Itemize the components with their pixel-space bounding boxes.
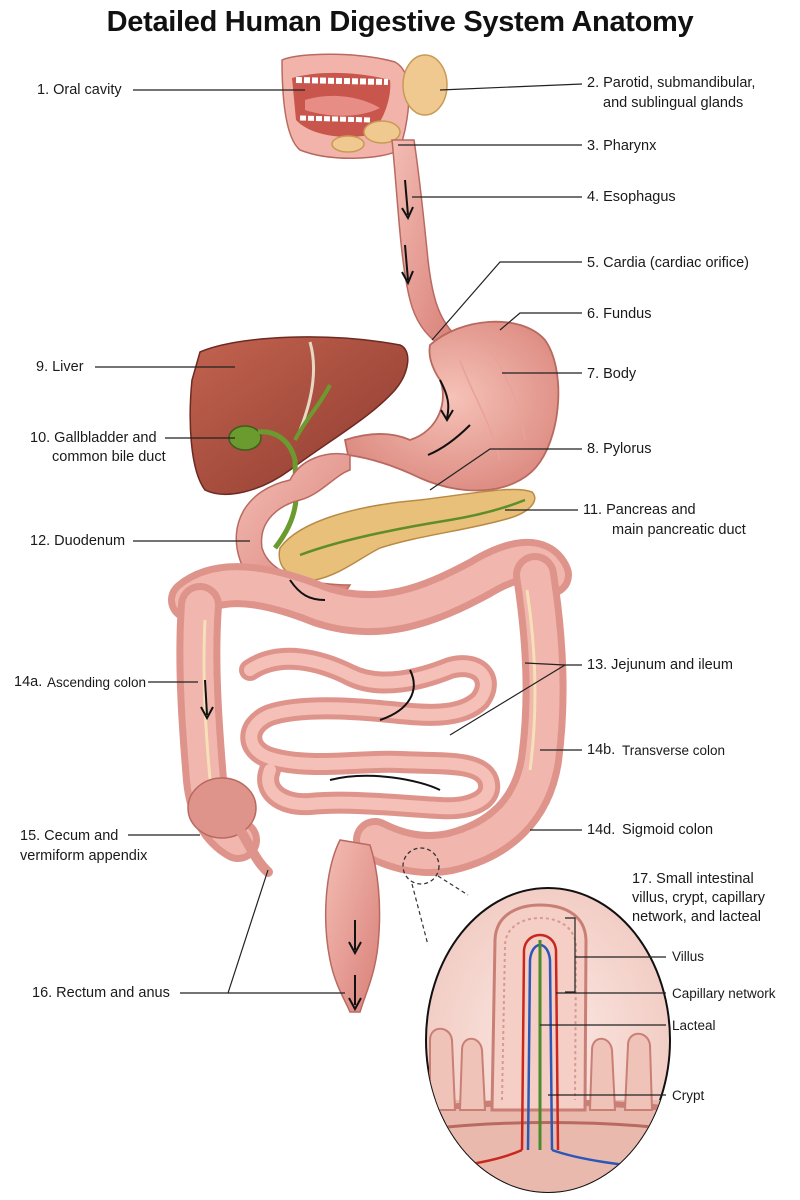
page-title: Detailed Human Digestive System Anatomy bbox=[106, 6, 694, 38]
label-cardia: 5. Cardia (cardiac orifice) bbox=[587, 255, 749, 271]
stomach-illustration bbox=[343, 320, 560, 492]
label-pharynx: 3. Pharynx bbox=[587, 138, 657, 154]
label-villus-title-line1: 17. Small intestinal bbox=[632, 871, 754, 887]
label-fundus: 6. Fundus bbox=[587, 306, 652, 322]
label-glands-line2: and sublingual glands bbox=[603, 95, 744, 111]
rectum-illustration bbox=[324, 839, 381, 1013]
label-esophagus: 4. Esophagus bbox=[587, 189, 676, 205]
label-rectum-anus: 16. Rectum and anus bbox=[32, 985, 170, 1001]
salivary-glands-illustration bbox=[331, 54, 448, 153]
label-ascending-colon-number: 14a. bbox=[14, 674, 43, 690]
label-sigmoid-colon-number: 14d. bbox=[587, 822, 616, 838]
label-body: 7. Body bbox=[587, 366, 637, 382]
label-crypt: Crypt bbox=[672, 1088, 705, 1103]
pancreas-illustration bbox=[278, 488, 536, 581]
label-glands-line1: 2. Parotid, submandibular, bbox=[587, 75, 756, 91]
label-pancreas-line1: 11. Pancreas and bbox=[583, 502, 696, 518]
label-jejunum-ileum: 13. Jejunum and ileum bbox=[587, 657, 733, 673]
label-cecum-line2: vermiform appendix bbox=[20, 848, 148, 864]
label-ascending-colon: Ascending colon bbox=[47, 675, 147, 690]
label-capillary-network: Capillary network bbox=[672, 986, 776, 1001]
label-gallbladder-line2: common bile duct bbox=[52, 449, 166, 465]
label-villus-title-line2: villus, crypt, capillary bbox=[632, 890, 765, 906]
label-gallbladder-line1: 10. Gallbladder and bbox=[30, 430, 157, 446]
leader-lines bbox=[95, 83, 666, 1096]
esophagus-illustration bbox=[391, 139, 457, 346]
label-pancreas-line2: main pancreatic duct bbox=[612, 522, 746, 538]
flow-arrows bbox=[200, 179, 471, 1012]
label-transverse-colon: Transverse colon bbox=[622, 743, 726, 758]
small-intestine-illustration bbox=[239, 647, 501, 820]
label-lacteal: Lacteal bbox=[672, 1018, 716, 1033]
cecum-appendix-illustration bbox=[187, 777, 273, 877]
label-pylorus: 8. Pylorus bbox=[587, 441, 652, 457]
label-liver: 9. Liver bbox=[36, 359, 84, 375]
label-sigmoid-colon: Sigmoid colon bbox=[622, 822, 714, 838]
label-oral-cavity: 1. Oral cavity bbox=[37, 82, 122, 98]
label-transverse-colon-number: 14b. bbox=[587, 742, 616, 758]
label-villus: Villus bbox=[672, 949, 705, 964]
liver-illustration bbox=[189, 336, 409, 495]
label-villus-title-line3: network, and lacteal bbox=[632, 909, 761, 925]
label-duodenum: 12. Duodenum bbox=[30, 533, 126, 549]
label-cecum-line1: 15. Cecum and bbox=[20, 828, 119, 844]
villus-inset bbox=[402, 847, 671, 1193]
